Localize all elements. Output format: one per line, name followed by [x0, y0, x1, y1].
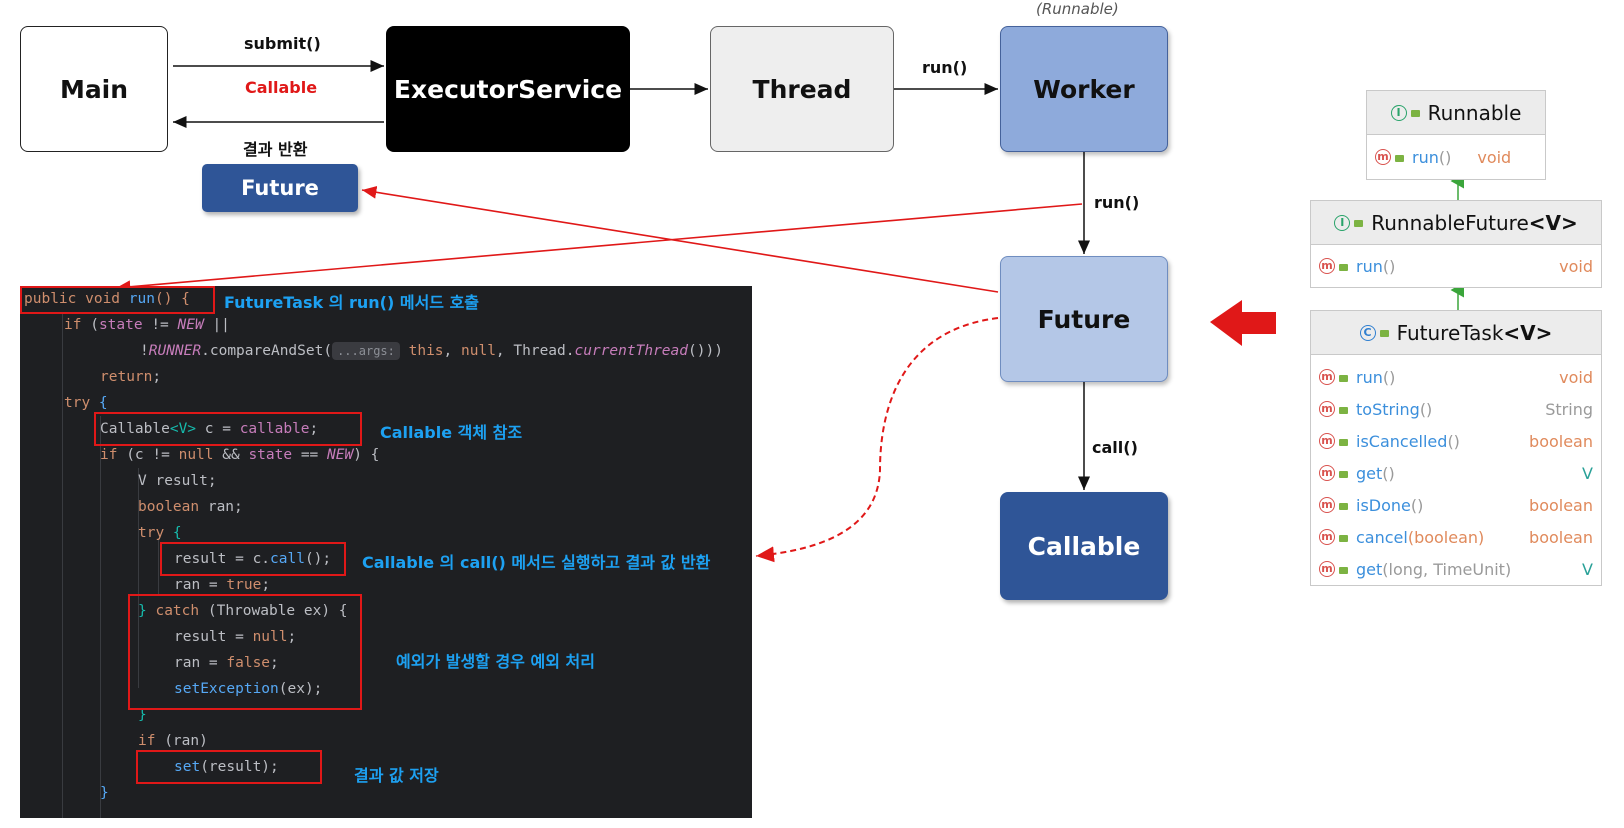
callable-box: Callable [1000, 492, 1168, 600]
lock-icon [1339, 534, 1348, 542]
code-line: ran = true; [174, 577, 271, 593]
annotation-callable-ref: Callable 객체 참조 [380, 423, 523, 442]
future-to-call-dashed-arrow [755, 317, 999, 563]
lock-icon [1339, 263, 1348, 271]
run-label-2: run() [1094, 193, 1140, 212]
lock-icon [1339, 374, 1348, 382]
uml-runnable-header: I Runnable [1367, 91, 1545, 135]
code-line: try { [138, 525, 182, 541]
uml-future-task-header: C FutureTask<V> [1311, 311, 1601, 355]
code-line: set(result); [174, 759, 279, 775]
method-icon: m [1319, 433, 1335, 449]
method-icon: m [1319, 561, 1335, 577]
annotation-run-call: FutureTask 의 run() 메서드 호출 [224, 293, 480, 312]
code-line: return; [100, 369, 162, 385]
call-label: call() [1092, 438, 1138, 457]
uml-future-task-name: FutureTask [1396, 320, 1504, 345]
class-icon: C [1359, 324, 1376, 341]
lock-icon [1339, 406, 1348, 414]
lock-icon [1339, 438, 1348, 446]
future-result-box: Future [202, 164, 358, 212]
indent-guide [158, 538, 159, 594]
highlight-call [160, 542, 346, 576]
main-box: Main [20, 26, 168, 152]
highlight-callable-ref [94, 412, 362, 446]
annotation-exception: 예외가 발생할 경우 예외 처리 [396, 652, 595, 671]
code-line: } [138, 707, 147, 723]
method-icon: m [1319, 497, 1335, 513]
runnable-tag: (Runnable) [1036, 0, 1119, 18]
result-return-label: 결과 반환 [243, 140, 308, 159]
code-line: boolean ran; [138, 499, 243, 515]
run-to-code-arrow [115, 203, 1083, 294]
method-icon: m [1319, 529, 1335, 545]
code-line: } [100, 785, 109, 801]
worker-box: Worker [1000, 26, 1168, 152]
lock-icon [1339, 566, 1348, 574]
big-red-arrow [1210, 300, 1276, 346]
lock-icon [1339, 502, 1348, 510]
interface-icon: I [1390, 104, 1407, 121]
indent-guide [62, 312, 63, 818]
lock-icon [1410, 110, 1420, 117]
highlight-run-method [20, 286, 215, 314]
thread-box: Thread [710, 26, 894, 152]
highlight-catch [128, 594, 362, 710]
executor-service-box: ExecutorService [386, 26, 630, 152]
code-line: if (state != NEW || [64, 317, 230, 333]
lock-icon [1379, 330, 1389, 337]
method-icon: m [1319, 401, 1335, 417]
code-line: if (c != null && state == NEW) { [100, 447, 380, 463]
code-line: !RUNNER.compareAndSet(...args: this, nul… [140, 342, 723, 360]
uml-runnable-name: Runnable [1427, 100, 1522, 125]
code-line: if (ran) [138, 733, 208, 749]
submit-label: submit() [244, 34, 321, 53]
future-to-main-future-arrow [361, 185, 999, 293]
code-line: public void run() { [24, 291, 190, 307]
code-line: try { [64, 395, 108, 411]
uml-runnable-future-name: RunnableFuture [1371, 210, 1529, 235]
method-icon: m [1319, 369, 1335, 385]
indent-guide [138, 468, 139, 688]
highlight-set-result [136, 750, 322, 784]
code-line: ran = false; [174, 655, 279, 671]
code-line: V result; [138, 473, 217, 489]
method-icon: m [1319, 258, 1335, 274]
lock-icon [1339, 470, 1348, 478]
method-icon: m [1319, 465, 1335, 481]
interface-icon: I [1334, 214, 1351, 231]
code-line: setException(ex); [174, 681, 323, 697]
uml-generic: <V> [1528, 210, 1578, 235]
future-box: Future [1000, 256, 1168, 382]
method-icon: m [1375, 149, 1391, 165]
annotation-store-result: 결과 값 저장 [354, 766, 439, 785]
indent-guide [100, 416, 101, 818]
run-label-1: run() [922, 58, 968, 77]
callable-arg-label: Callable [245, 78, 318, 97]
code-line: } catch (Throwable ex) { [138, 603, 348, 619]
uml-runnable-future-header: I RunnableFuture<V> [1311, 201, 1601, 245]
code-line: result = c.call(); [174, 551, 332, 567]
code-panel: public void run() { if (state != NEW || … [20, 286, 752, 818]
lock-icon [1354, 220, 1364, 227]
lock-icon [1395, 154, 1404, 162]
code-line: result = null; [174, 629, 297, 645]
uml-generic: <V> [1503, 320, 1553, 345]
code-line: Callable<V> c = callable; [100, 421, 319, 437]
annotation-call-execute: Callable 의 call() 메서드 실행하고 결과 값 반환 [362, 553, 711, 572]
